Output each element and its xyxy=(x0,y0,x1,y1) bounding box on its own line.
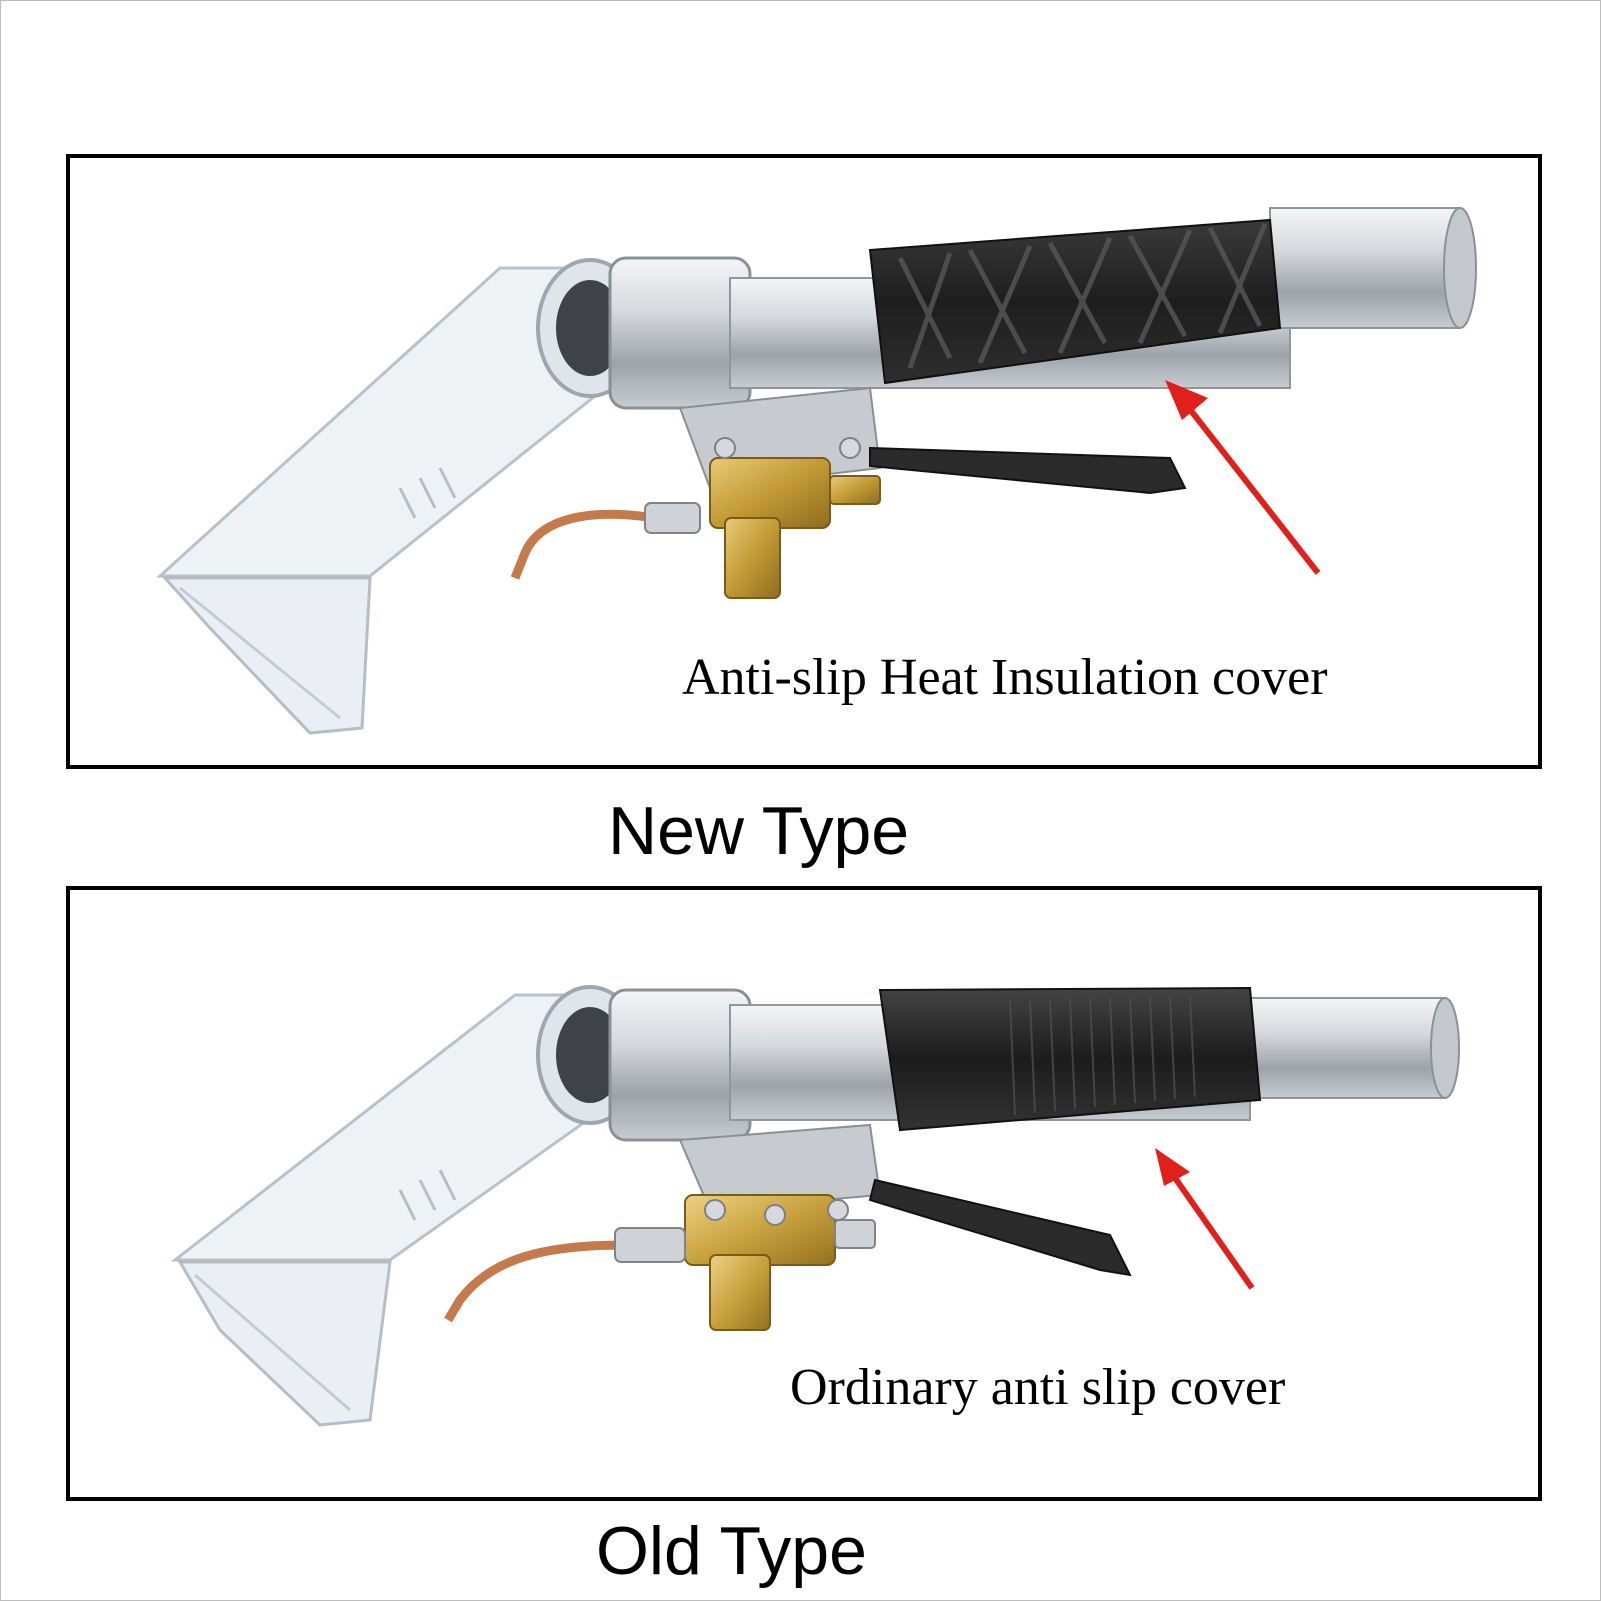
trigger-lever xyxy=(868,1178,1132,1277)
clear-nozzle xyxy=(156,258,644,735)
red-arrow-icon xyxy=(1155,1148,1255,1290)
new-type-label: New Type xyxy=(608,793,910,869)
old-type-wand-illustration xyxy=(170,985,1460,1427)
tube-end xyxy=(1269,207,1461,329)
trigger-lever xyxy=(869,446,1187,495)
copper-tube xyxy=(510,509,656,580)
old-type-caption: Ordinary anti slip cover xyxy=(790,1359,1286,1416)
new-type-panel: Anti-slip Heat Insulation cover xyxy=(66,154,1542,769)
new-type-caption: Anti-slip Heat Insulation cover xyxy=(682,649,1328,706)
heat-insulation-grip xyxy=(868,218,1282,385)
brass-valve xyxy=(684,1194,876,1331)
tube-end xyxy=(1249,997,1446,1099)
red-arrow-icon xyxy=(1165,380,1321,575)
copper-tube xyxy=(444,1240,626,1323)
old-type-panel: Ordinary anti slip cover xyxy=(66,886,1542,1501)
new-type-wand-illustration xyxy=(156,207,1477,735)
old-type-label: Old Type xyxy=(596,1513,867,1589)
ordinary-grip xyxy=(878,986,1262,1132)
brass-valve xyxy=(709,437,881,599)
clear-nozzle xyxy=(170,985,644,1427)
